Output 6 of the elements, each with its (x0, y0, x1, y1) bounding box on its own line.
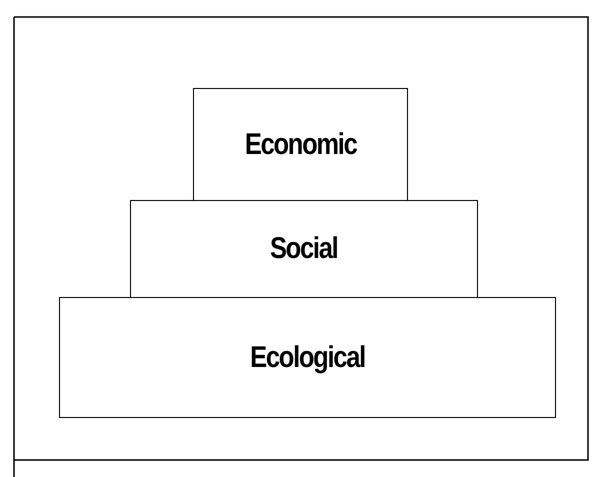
tier-label: Economic (244, 128, 356, 162)
tier-label: Social (270, 232, 338, 266)
tier-box (193, 88, 408, 201)
tier-label: Ecological (250, 340, 365, 374)
tier-box (59, 297, 556, 418)
tier-box (130, 200, 478, 298)
